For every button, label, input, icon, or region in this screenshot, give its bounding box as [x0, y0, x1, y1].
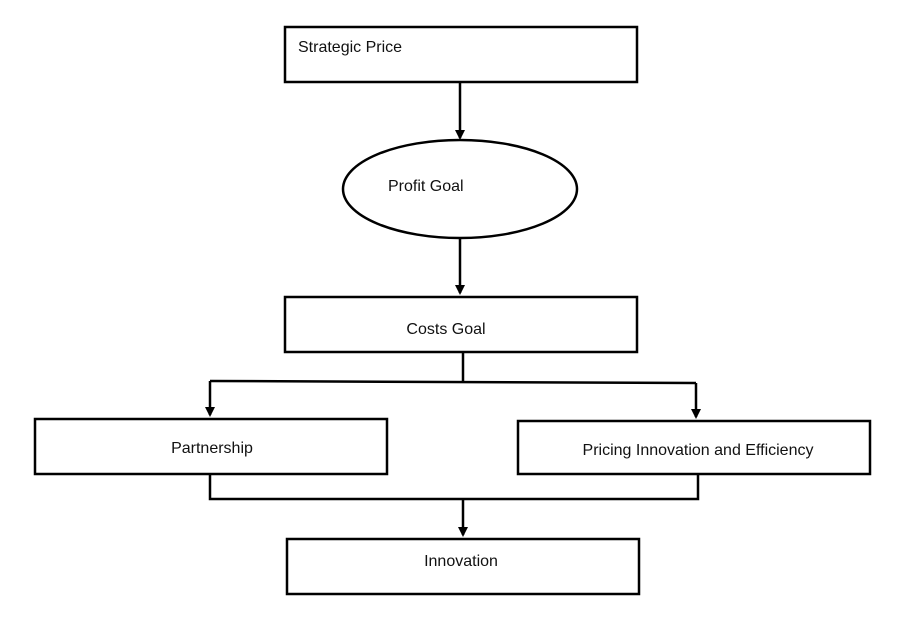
node-profit-goal: Profit Goal [341, 138, 579, 240]
node-profit-goal-label: Profit Goal [388, 178, 464, 195]
node-pricing-innovation-label: Pricing Innovation and Efficiency [583, 442, 814, 459]
node-costs-goal-label: Costs Goal [406, 321, 485, 338]
connector-branch-horizontal [209, 379, 697, 385]
node-innovation: Innovation [285, 537, 641, 596]
node-strategic-price-label: Strategic Price [298, 39, 402, 56]
node-partnership-label: Partnership [171, 440, 253, 457]
connector-merge [208, 474, 700, 501]
connectors [205, 82, 701, 537]
node-innovation-label: Innovation [424, 553, 498, 570]
node-pricing-innovation: Pricing Innovation and Efficiency [516, 419, 872, 476]
node-costs-goal: Costs Goal [283, 295, 639, 354]
node-strategic-price: Strategic Price [283, 25, 639, 84]
node-partnership: Partnership [33, 417, 389, 476]
